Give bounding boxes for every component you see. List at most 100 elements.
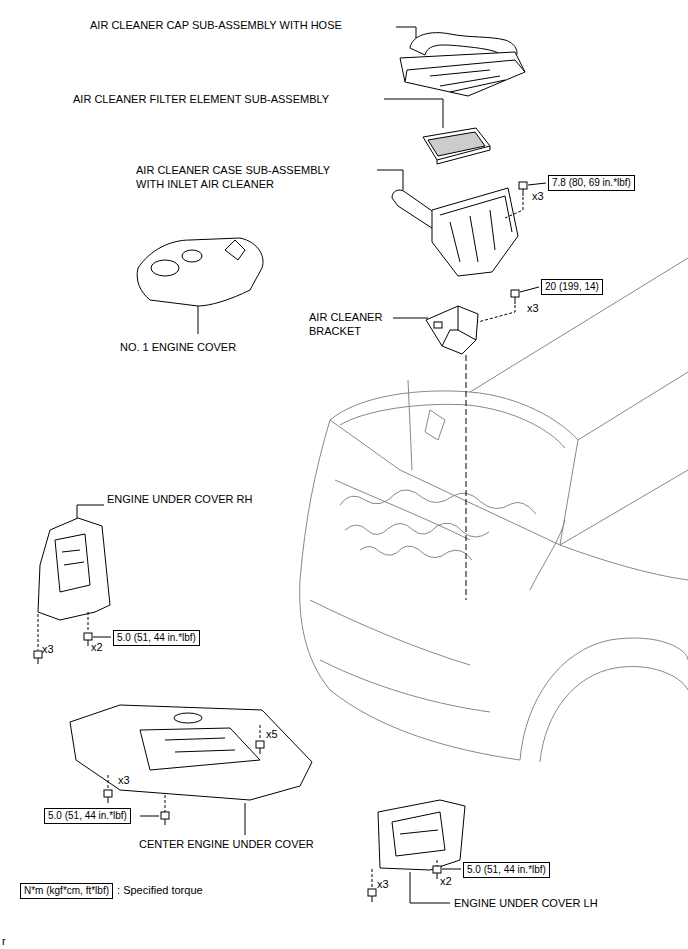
- torque-box: N*m (kgf*cm, ft*lbf) : Specified torque: [20, 883, 203, 899]
- drawing-stroke: [161, 812, 169, 819]
- drawing-stroke: [442, 306, 476, 346]
- drawing-stroke: [137, 238, 263, 306]
- drawing-stroke: [310, 600, 470, 665]
- drawing-stroke: [437, 146, 490, 164]
- bolt: [368, 866, 441, 902]
- leader-line: [140, 816, 159, 817]
- drawing-stroke: [368, 889, 376, 896]
- quantity-mark: x3: [527, 301, 539, 315]
- part-name: AIR CLEANER CAP SUB-ASSEMBLY WITH HOSE: [90, 18, 342, 32]
- drawing-stroke: [408, 380, 412, 470]
- torque-box: 20 (199, 14): [541, 279, 603, 295]
- bolt: [511, 290, 519, 304]
- vehicle-outline: [300, 258, 688, 762]
- part-name: ENGINE UNDER COVER LH: [454, 896, 598, 910]
- drawing-stroke: [392, 812, 445, 856]
- torque-value: 5.0 (51, 44 in.*lbf): [463, 862, 550, 878]
- drawing-stroke: [432, 188, 518, 276]
- leader-line: [198, 306, 199, 334]
- drawing-stroke: [174, 713, 202, 723]
- drawing-stroke: [225, 240, 245, 260]
- drawing-stroke: [430, 70, 505, 92]
- dashed-line: [466, 355, 467, 600]
- drawing-stroke: [330, 420, 560, 545]
- drawing-stroke: [55, 534, 90, 592]
- leader-line: [245, 803, 246, 835]
- under-cover-lh: [378, 800, 465, 870]
- drawing-stroke: [182, 250, 202, 262]
- drawing-stroke: [520, 638, 688, 760]
- drawing-stroke: [433, 866, 441, 873]
- drawing-stroke: [440, 196, 512, 262]
- leader-line: [77, 505, 104, 518]
- legend-note: : Specified torque: [117, 884, 203, 896]
- part-name: AIR CLEANER FILTER ELEMENT SUB-ASSEMBLY: [73, 92, 329, 106]
- part-name: r: [2, 934, 6, 948]
- drawing-stroke: [423, 128, 490, 160]
- drawing-stroke: [378, 800, 465, 870]
- dashed-line: [108, 725, 260, 790]
- bolt: [34, 633, 92, 664]
- drawing-stroke: [523, 189, 524, 196]
- leader-line: [377, 170, 403, 190]
- engine-cover: [137, 238, 263, 306]
- quantity-mark: x3: [377, 877, 389, 891]
- drawing-stroke: [84, 633, 92, 640]
- quantity-mark: x2: [440, 874, 452, 888]
- quantity-mark: x3: [532, 189, 544, 203]
- drawing-stroke: [360, 546, 472, 560]
- torque-value: N*m (kgf*cm, ft*lbf): [20, 883, 113, 899]
- drawing-stroke: [340, 404, 565, 448]
- leader-line: [384, 99, 443, 128]
- under-cover-rh: [38, 518, 110, 620]
- quantity-mark: x3: [118, 773, 130, 787]
- torque-value: 7.8 (80, 69 in.*lbf): [548, 175, 635, 191]
- drawing-stroke: [140, 728, 260, 770]
- drawing-stroke: [530, 520, 565, 590]
- torque-box: 7.8 (80, 69 in.*lbf): [548, 175, 635, 191]
- drawing-stroke: [400, 52, 525, 96]
- dashed-line: [505, 197, 523, 218]
- leader-line: [442, 869, 461, 870]
- part-name: AIR CLEANER CASE SUB-ASSEMBLY WITH INLET…: [136, 163, 358, 191]
- center-under-cover: [70, 705, 312, 800]
- leader-line: [93, 637, 111, 638]
- drawing-stroke: [151, 260, 179, 276]
- leader-line: [528, 183, 546, 185]
- drawing-stroke: [70, 705, 312, 800]
- drawing-stroke: [38, 658, 39, 664]
- drawing-stroke: [108, 797, 109, 803]
- bracket: [426, 306, 478, 354]
- leader-line: [520, 287, 539, 292]
- filter-element: [423, 128, 490, 164]
- torque-box: 5.0 (51, 44 in.*lbf): [463, 862, 550, 878]
- drawing-stroke: [511, 290, 519, 297]
- quantity-mark: x2: [91, 640, 103, 654]
- drawing-stroke: [104, 790, 112, 797]
- drawing-stroke: [437, 873, 438, 879]
- drawing-stroke: [330, 391, 578, 545]
- air-cleaner-case: [392, 188, 518, 276]
- drawing-stroke: [38, 518, 110, 620]
- drawing-stroke: [560, 545, 688, 580]
- drawing-stroke: [434, 322, 442, 328]
- air-cleaner-cap: [400, 33, 525, 96]
- drawing-stroke: [405, 60, 525, 82]
- drawing-stroke: [335, 480, 470, 540]
- drawing-stroke: [345, 523, 489, 537]
- dashed-line: [165, 795, 166, 812]
- drawing-stroke: [519, 182, 527, 189]
- drawing-stroke: [372, 896, 373, 902]
- drawing-stroke: [428, 132, 485, 156]
- drawing-stroke: [340, 490, 536, 514]
- drawing-stroke: [425, 410, 445, 440]
- torque-box: 5.0 (51, 44 in.*lbf): [113, 630, 200, 646]
- drawing-stroke: [320, 660, 490, 712]
- drawing-stroke: [560, 470, 688, 545]
- drawing-stroke: [300, 420, 520, 760]
- dashed-line: [478, 305, 515, 322]
- leader-line: [393, 318, 428, 319]
- part-name: CENTER ENGINE UNDER COVER: [139, 837, 314, 851]
- drawing-stroke: [426, 306, 478, 354]
